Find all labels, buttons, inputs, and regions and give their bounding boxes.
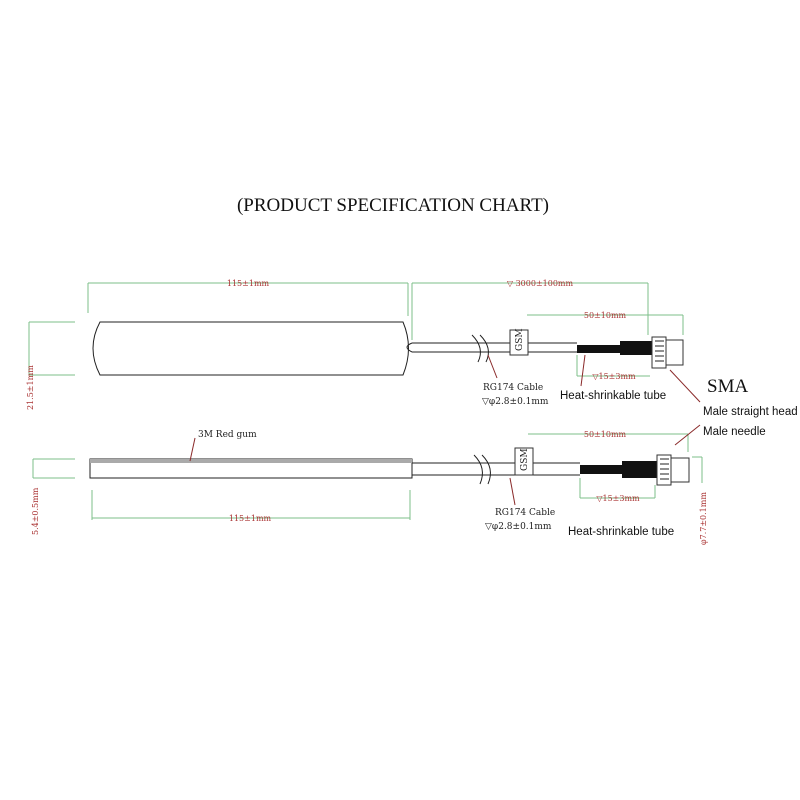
cable-length-dim: ▽ 3000±100mm [507, 279, 574, 288]
gsm-tag-label: GSM [520, 448, 530, 471]
antenna-body-top [92, 321, 409, 376]
tube-length-dim: ▽15±3mm [592, 372, 636, 381]
connector-type: SMA [707, 376, 748, 397]
gsm-tag [514, 447, 534, 476]
heat-shrink-tube-wide [620, 341, 652, 355]
heat-shrink-tube-wide [622, 461, 657, 478]
tube-label: Heat-shrinkable tube [560, 390, 666, 402]
side-view: GSM 3M Red gum 5.4±0.5mm 115±1mm 50±10mm… [31, 424, 708, 545]
connector-span-dim: 50±10mm [584, 430, 627, 439]
gsm-tag [509, 329, 529, 356]
connector-diameter-dim: φ7.7±0.1mm [699, 492, 708, 545]
chart-title: (PRODUCT SPECIFICATION CHART) [237, 195, 549, 216]
thickness-dim: 5.4±0.5mm [31, 487, 40, 535]
break-mark [471, 334, 489, 363]
cable-entry [406, 342, 413, 353]
connector-head-label: Male straight head [703, 406, 798, 418]
cable-diameter: ▽φ2.8±0.1mm [485, 522, 552, 532]
length-dim: 115±1mm [229, 514, 272, 523]
length-dim: 115±1mm [227, 279, 270, 288]
connector-pin-label: Male needle [703, 426, 766, 438]
adhesive-label: 3M Red gum [198, 430, 257, 440]
break-mark [473, 454, 491, 485]
width-dim: 21.5±1mm [26, 365, 35, 410]
tube-length-dim: ▽15±3mm [596, 494, 640, 503]
cable-diameter: ▽φ2.8±0.1mm [482, 397, 549, 407]
tube-label: Heat-shrinkable tube [568, 526, 674, 538]
sma-connector-icon [651, 336, 684, 369]
heat-shrink-tube [580, 465, 623, 474]
connector-span-dim: 50±10mm [584, 311, 627, 320]
heat-shrink-tube [577, 345, 621, 353]
cable-label: RG174 Cable [483, 383, 543, 393]
top-view: GSM 115±1mm ▽ 3000±100mm 50±10mm ▽15±3mm… [26, 279, 798, 438]
sma-connector-icon [656, 454, 690, 486]
red-gum-layer [90, 459, 412, 463]
cable-label: RG174 Cable [495, 508, 555, 518]
gsm-tag-label: GSM [515, 328, 525, 351]
